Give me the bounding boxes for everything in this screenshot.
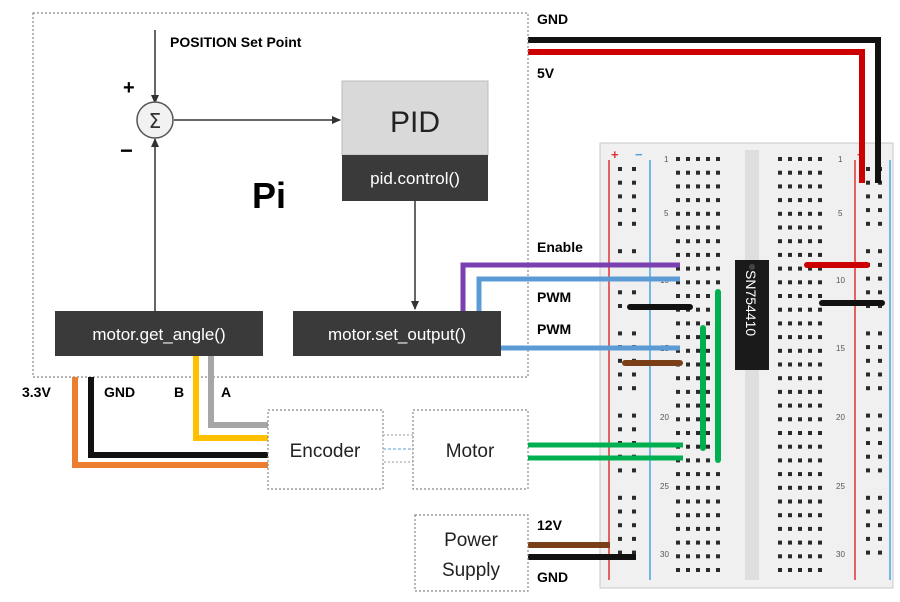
encoder-wires bbox=[72, 356, 268, 468]
v12-label: 12V bbox=[537, 517, 563, 533]
bb-row-20-right: 20 bbox=[836, 413, 845, 422]
bb-row-20-left: 20 bbox=[660, 413, 669, 422]
bb-row-30-right: 30 bbox=[836, 550, 845, 559]
power-wires bbox=[528, 37, 881, 560]
power-supply-box bbox=[414, 514, 529, 592]
chip-label: SN754410 bbox=[743, 270, 759, 336]
motor-wires bbox=[528, 442, 683, 461]
get-angle-label: motor.get_angle() bbox=[92, 325, 225, 344]
control-flow-arrows bbox=[151, 30, 419, 311]
breadboard-jumpers bbox=[622, 262, 885, 463]
bb-row-10-right: 10 bbox=[836, 276, 845, 285]
pid-label: PID bbox=[390, 106, 440, 139]
encoder-label: Encoder bbox=[290, 441, 361, 462]
bb-row-1-right: 1 bbox=[838, 155, 843, 164]
pid-block: PID pid.control() bbox=[341, 80, 489, 201]
bb-row-1-left: 1 bbox=[664, 155, 669, 164]
set-output-block bbox=[293, 311, 501, 356]
pwm1-label: PWM bbox=[537, 289, 571, 305]
gnd-top-label: GND bbox=[537, 11, 568, 27]
bb-row-5-left: 5 bbox=[664, 209, 669, 218]
bb-minus-left: − bbox=[635, 147, 643, 162]
bb-row-15-right: 15 bbox=[836, 344, 845, 353]
v5-label: 5V bbox=[537, 65, 555, 81]
power-supply-line1: Power bbox=[444, 530, 499, 551]
encoder-box bbox=[267, 409, 384, 490]
minus-sign: − bbox=[120, 138, 133, 163]
pin-gnd-label: GND bbox=[104, 384, 135, 400]
pin-a-label: A bbox=[221, 384, 231, 400]
enable-label: Enable bbox=[537, 239, 583, 255]
bb-row-30-left: 30 bbox=[660, 550, 669, 559]
sigma-symbol: Σ bbox=[149, 109, 162, 133]
bb-row-25-right: 25 bbox=[836, 482, 845, 491]
bb-plus-left: + bbox=[611, 147, 619, 162]
motor-label: Motor bbox=[446, 441, 495, 462]
pwm2-label: PWM bbox=[537, 321, 571, 337]
get-angle-block bbox=[55, 311, 263, 356]
driver-signal-wires bbox=[460, 262, 680, 351]
summing-junction bbox=[136, 101, 174, 139]
bb-row-5-right: 5 bbox=[838, 209, 843, 218]
motor-driver-chip: SN754410 bbox=[735, 260, 769, 370]
pin-3v3-label: 3.3V bbox=[22, 384, 51, 400]
plus-sign: + bbox=[123, 77, 135, 99]
set-output-label: motor.set_output() bbox=[328, 325, 466, 344]
bb-row-25-left: 25 bbox=[660, 482, 669, 491]
power-supply-line2: Supply bbox=[442, 560, 501, 581]
pin-b-label: B bbox=[174, 384, 184, 400]
motor-box bbox=[412, 409, 529, 490]
pi-title: Pi bbox=[252, 175, 286, 216]
pid-control-label: pid.control() bbox=[370, 169, 460, 188]
gnd-bottom-label: GND bbox=[537, 569, 568, 585]
setpoint-label: POSITION Set Point bbox=[170, 34, 302, 50]
